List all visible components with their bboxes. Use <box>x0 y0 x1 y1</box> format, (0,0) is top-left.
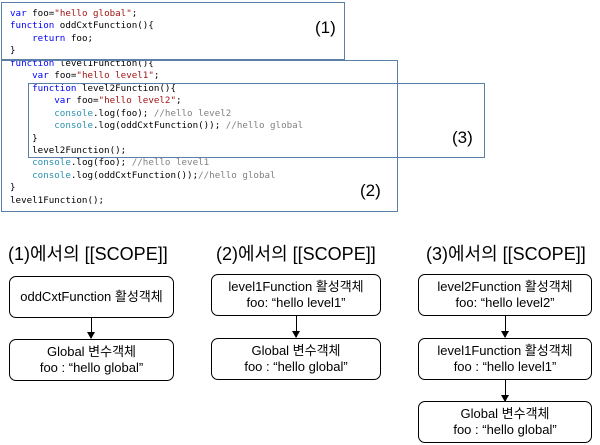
code-token <box>10 120 54 131</box>
scope-2-node-1: level1Function 활성객체 foo: “hello level1” <box>211 274 381 316</box>
scope-2-title: (2)에서의 [[SCOPE]] <box>216 244 376 264</box>
code-token: "hello level2" <box>98 95 176 107</box>
node-line: foo : “hello global” <box>453 422 557 437</box>
code-line: level1Function(); <box>10 195 104 207</box>
code-line: console.log(foo); //hello level2 <box>10 108 231 120</box>
code-line: var foo="hello level2"; <box>10 95 182 107</box>
scope-3-node-1: level2Function 활성객체 foo: “hello level2” <box>418 274 592 316</box>
region-2-label: (2) <box>360 181 381 200</box>
code-token: foo; <box>70 32 94 44</box>
code-token: function <box>10 57 60 69</box>
node-line: level2Function 활성객체 <box>437 279 573 294</box>
code-listing: var foo="hello global";function oddCxtFu… <box>0 0 600 215</box>
node-line: foo : “hello global” <box>39 360 144 375</box>
code-token: } <box>10 132 38 144</box>
code-token: //hello level2 <box>153 107 232 119</box>
code-token: console <box>32 157 71 169</box>
scope-3-title: (3)에서의 [[SCOPE]] <box>426 244 586 264</box>
code-token: console <box>32 169 71 181</box>
node-line: oddCxtFunction 활성객체 <box>20 289 163 304</box>
scope-1-arrow-1 <box>87 318 95 339</box>
code-line: function level2Function(){ <box>10 83 176 95</box>
code-token: console <box>54 120 93 132</box>
code-token: ; <box>131 8 138 19</box>
scope-3-arrow-1 <box>501 316 509 338</box>
code-token: function <box>10 20 60 32</box>
code-line: console.log(foo); //hello level1 <box>10 157 209 169</box>
node-line: level1Function 활성객체 <box>228 279 364 294</box>
code-line: console.log(oddCxtFunction()); //hello g… <box>10 120 303 132</box>
scope-1-node-1: oddCxtFunction 활성객체 <box>9 276 174 318</box>
code-token: "hello level1" <box>76 70 154 82</box>
region-1-label: (1) <box>315 18 336 37</box>
code-token <box>10 157 32 168</box>
code-line: var foo="hello level1"; <box>10 70 159 82</box>
code-line: level2Function(); <box>10 145 126 157</box>
code-token: function <box>32 82 82 94</box>
scope-2-arrow-1 <box>292 316 300 338</box>
code-token: .log(foo); <box>70 157 132 169</box>
node-line: foo : “hello level1” <box>453 359 557 374</box>
code-token: oddCxtFunction(){ <box>59 20 154 32</box>
code-line: } <box>10 45 16 57</box>
code-token: //hello global <box>225 120 304 132</box>
code-token: .log(oddCxtFunction()); <box>70 169 199 181</box>
code-token: var <box>10 8 33 19</box>
code-line: function oddCxtFunction(){ <box>10 20 154 32</box>
code-token: //hello level1 <box>131 157 210 169</box>
node-line: Global 변수객체 <box>460 406 550 421</box>
code-line: } <box>10 133 38 145</box>
code-token: var <box>54 95 77 107</box>
node-line: foo: “hello level2” <box>455 295 555 310</box>
code-token: .log(foo); <box>93 107 154 119</box>
code-token: .log(oddCxtFunction()); <box>93 120 226 132</box>
node-line: foo : “hello global” <box>244 359 348 374</box>
node-line: foo: “hello level1” <box>246 295 346 310</box>
code-line: console.log(oddCxtFunction());//hello gl… <box>10 169 276 182</box>
code-token: ; <box>176 95 182 107</box>
code-line: function level1Function(){ <box>10 58 154 70</box>
scope-1-node-2: Global 변수객체 foo : “hello global” <box>9 339 174 381</box>
code-line: } <box>10 182 16 194</box>
code-token <box>10 33 32 44</box>
code-line: return foo; <box>10 33 93 45</box>
code-token <box>10 83 32 94</box>
code-token: level2Function(); <box>10 144 127 156</box>
scope-3-node-2: level1Function 활성객체 foo : “hello level1” <box>418 338 592 380</box>
node-line: Global 변수객체 <box>46 344 137 359</box>
code-token: level2Function(){ <box>81 82 176 94</box>
code-token: foo= <box>76 95 99 107</box>
code-token: ; <box>153 70 160 82</box>
code-token: foo= <box>32 8 55 19</box>
region-3-label: (3) <box>452 128 473 147</box>
code-token: } <box>10 45 16 57</box>
node-line: Global 변수객체 <box>251 343 341 358</box>
node-line: level1Function 활성객체 <box>437 343 573 358</box>
scope-3-arrow-2 <box>501 380 509 402</box>
scope-3-node-3: Global 변수객체 foo : “hello global” <box>418 401 592 443</box>
code-token: console <box>54 107 93 119</box>
scope-2-node-2: Global 변수객체 foo : “hello global” <box>211 338 381 380</box>
code-token <box>10 170 32 181</box>
code-token: return <box>32 32 71 44</box>
scope-1-title: (1)에서의 [[SCOPE]] <box>8 244 168 264</box>
code-token: level1Function(){ <box>59 57 154 69</box>
code-token: foo= <box>54 70 77 82</box>
code-token: //hello global <box>198 169 276 181</box>
code-token <box>10 108 54 119</box>
code-line: var foo="hello global"; <box>10 8 137 20</box>
code-token: var <box>32 70 55 82</box>
code-token: level1Function(); <box>10 194 105 206</box>
code-token: } <box>10 182 16 194</box>
code-token: "hello global" <box>54 8 132 19</box>
code-token <box>10 70 32 81</box>
code-token <box>10 95 54 106</box>
